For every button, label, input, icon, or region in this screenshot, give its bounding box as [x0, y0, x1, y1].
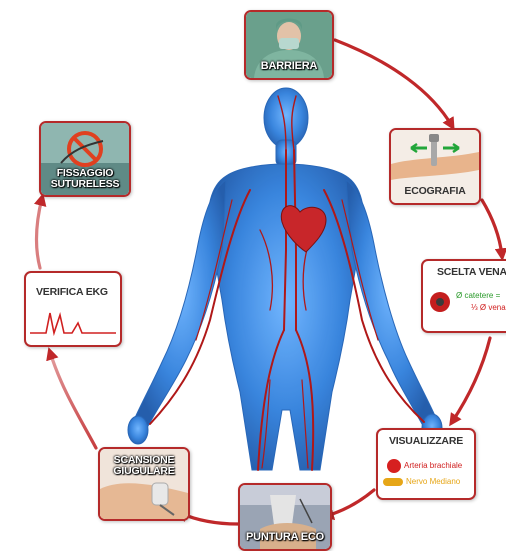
step-scelta-vena-title: SCELTA VENA: [437, 266, 506, 278]
step-barriera-card: BARRIERA: [244, 10, 334, 80]
scelta-vena-line2: ⅓ Ø vena: [471, 303, 506, 312]
step-scelta-vena-card: SCELTA VENA Ø catetere = ⅓ Ø vena: [421, 259, 506, 333]
arteria-label: Arteria brachiale: [404, 461, 463, 470]
step-visualizzare-card: VISUALIZZARE Arteria brachiale Nervo Med…: [376, 428, 476, 500]
step-puntura-eco-card: PUNTURA ECO: [238, 483, 332, 551]
step-scansione-label: SCANSIONE GIUGULARE: [113, 454, 175, 477]
red-circle-icon: [387, 459, 401, 473]
step-fissaggio-sutureless-card: FISSAGGIO SUTURELESS: [39, 121, 131, 197]
step-barriera-label: BARRIERA: [260, 60, 318, 72]
step-verifica-ekg-label: VERIFICA EKG: [36, 286, 108, 298]
ultrasound-probe-icon: [240, 485, 330, 549]
step-ecografia-card: ECOGRAFIA: [389, 128, 481, 205]
step-puntura-eco-label: PUNTURA ECO: [245, 531, 325, 543]
ekg-trace-icon: [30, 312, 116, 337]
surgeon-icon: [246, 12, 332, 78]
step-ecografia-label: ECOGRAFIA: [404, 185, 466, 197]
step-verifica-ekg-card: VERIFICA EKG: [24, 271, 122, 347]
step-visualizzare-title: VISUALIZZARE: [388, 435, 464, 447]
prohibited-suture-icon: [41, 123, 129, 195]
step-fissaggio-label: FISSAGGIO SUTURELESS: [50, 167, 120, 190]
scelta-vena-line1: Ø catetere =: [456, 291, 501, 300]
nervo-label: Nervo Mediano: [406, 477, 461, 486]
heart-icon: [280, 205, 327, 253]
ultrasound-arm-icon: [391, 130, 479, 203]
vein-cross-section-icon: [430, 292, 450, 312]
neck-scan-icon: [100, 449, 188, 519]
step-scansione-giugulare-card: SCANSIONE GIUGULARE: [98, 447, 190, 521]
yellow-pill-icon: [383, 478, 403, 486]
